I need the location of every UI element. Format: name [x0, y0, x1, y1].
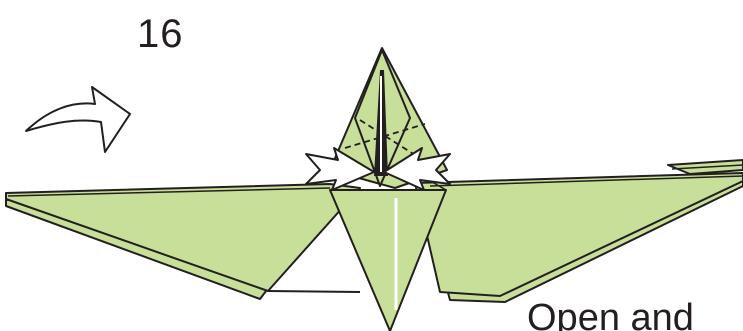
left-wing-bottom-edge	[268, 291, 360, 292]
body-lower-diamond	[330, 190, 446, 331]
turn-over-arrow-icon	[26, 87, 130, 152]
instruction-text: Open and	[527, 298, 694, 331]
right-wing-front-layer	[415, 173, 743, 296]
step-number: 16	[137, 14, 184, 54]
left-wing-front-layer	[6, 184, 360, 291]
